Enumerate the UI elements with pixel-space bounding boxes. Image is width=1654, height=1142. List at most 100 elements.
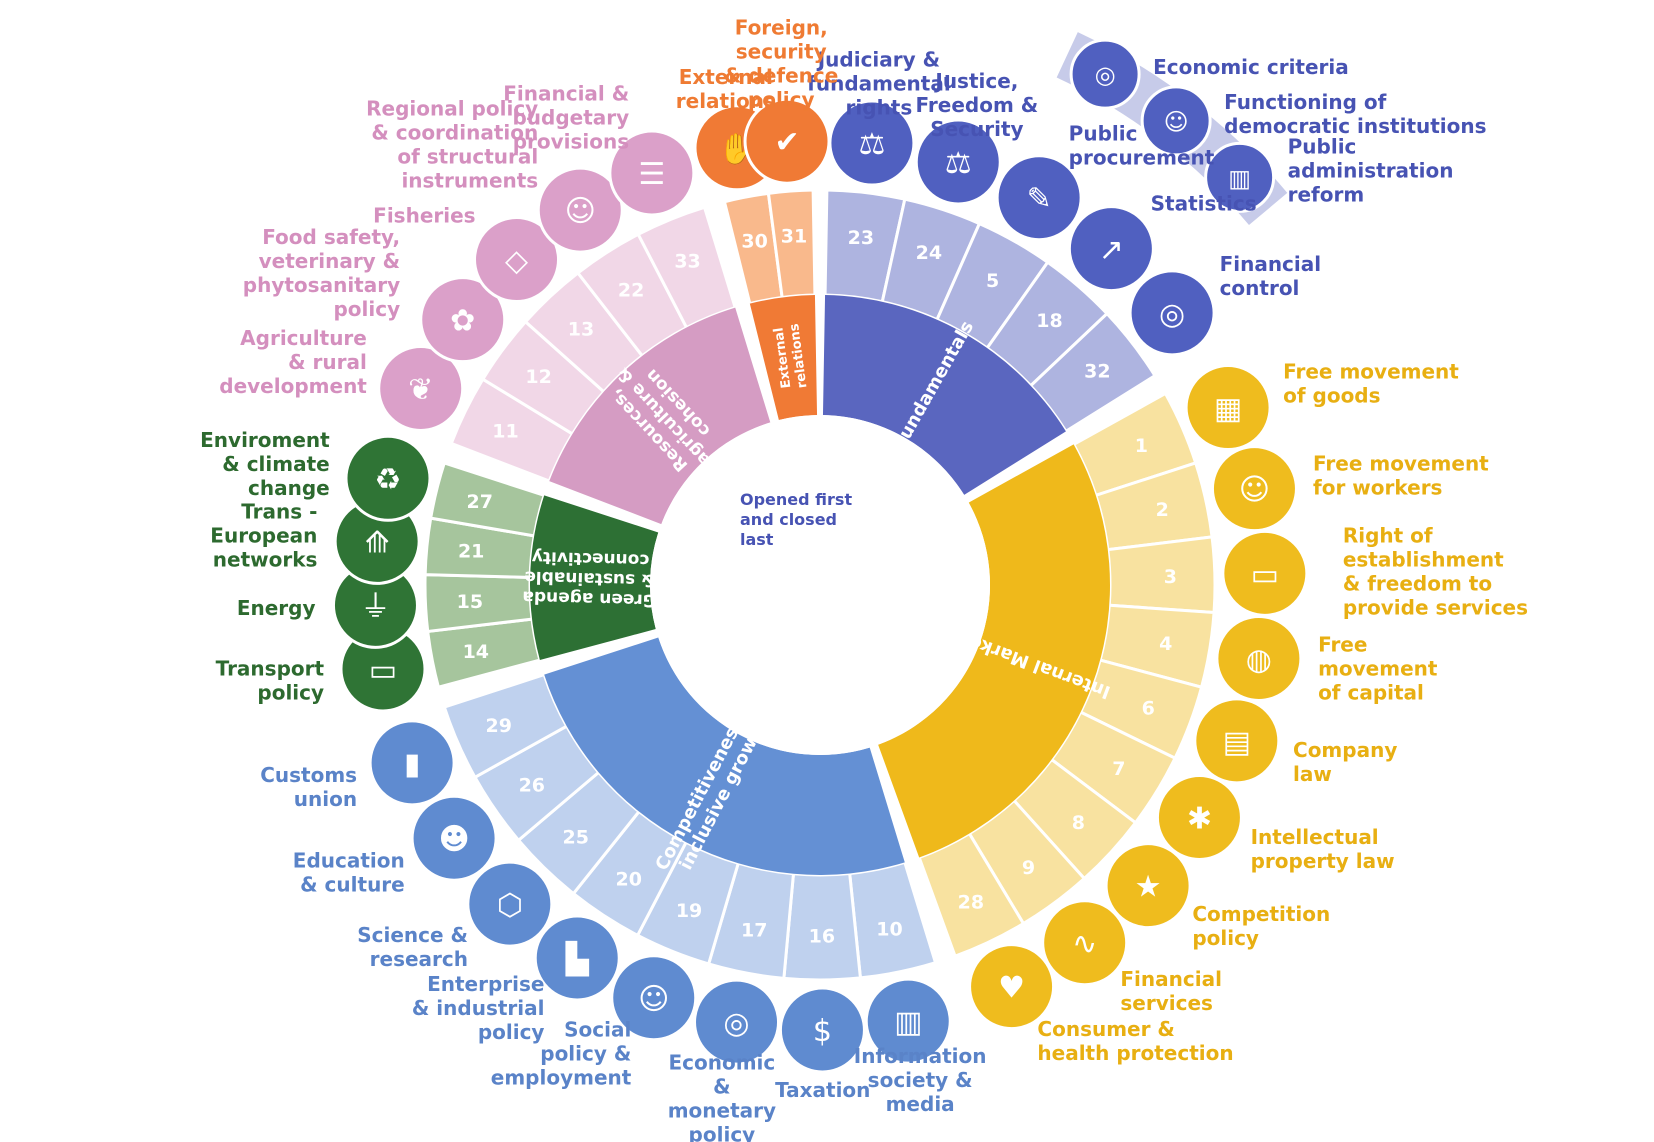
chapter-number: 28: [958, 891, 984, 913]
chapter-label-15: Energy: [237, 596, 316, 620]
chapter-label-18: Statistics: [1151, 191, 1257, 215]
chapter-segment-3: [1106, 535, 1217, 615]
svg-text:◍: ◍: [1246, 642, 1272, 677]
cluster-title-green: Green agenda& sustainableconnectivity: [522, 547, 658, 610]
svg-text:✔: ✔: [774, 125, 799, 160]
chapter-number: 8: [1072, 812, 1085, 834]
chapter-number: 26: [519, 774, 545, 796]
molecule-icon: ⬡: [466, 860, 554, 948]
chapter-segments: 2324518321234678928101617192025262914152…: [423, 188, 1217, 982]
chapter-number: 27: [467, 491, 493, 513]
fundamentals-extra-label: Economic criteria: [1153, 55, 1349, 79]
chapter-number: 9: [1022, 857, 1035, 879]
chapter-label-16: Taxation: [775, 1078, 870, 1102]
chapter-number: 33: [674, 250, 700, 272]
svg-text:▙: ▙: [565, 941, 590, 977]
chapter-label-26: Education& culture: [293, 848, 405, 896]
eco-icon: ♻: [344, 434, 432, 522]
boxes-icon: ▦: [1184, 364, 1272, 452]
svg-text:$: $: [813, 1014, 832, 1049]
svg-text:✎: ✎: [1027, 182, 1052, 217]
svg-text:☺: ☺: [565, 194, 596, 229]
svg-text:↗: ↗: [1099, 233, 1124, 268]
finance-chart-icon: ∿: [1041, 899, 1129, 987]
svg-text:◎: ◎: [723, 1006, 749, 1041]
tax-bag-icon: $: [778, 986, 866, 1074]
chapter-number: 17: [741, 919, 767, 941]
svg-text:◎: ◎: [1095, 61, 1116, 89]
cluster-fundamentals: [822, 295, 1066, 495]
news-icon: ▥: [864, 977, 952, 1065]
svg-text:☰: ☰: [638, 157, 665, 192]
shield-icon: ✔: [743, 97, 831, 185]
chapter-number: 25: [562, 826, 588, 848]
people-icon: ☺: [536, 166, 624, 254]
chapter-number: 7: [1112, 758, 1125, 780]
factory-icon: ▙: [533, 914, 621, 1002]
svg-text:♻: ♻: [375, 462, 402, 497]
coins-icon: ◎: [1128, 269, 1216, 357]
cluster-competitiveness: [544, 637, 905, 875]
svg-text:▥: ▥: [1228, 164, 1251, 192]
chapter-number: 21: [458, 541, 484, 563]
svg-text:▥: ▥: [894, 1005, 922, 1040]
svg-text:⏚: ⏚: [360, 589, 390, 624]
coins-icon: ◎: [693, 978, 781, 1066]
clipboard-icon: ☰: [608, 129, 696, 217]
chapter-number: 2: [1156, 499, 1169, 521]
chapter-number: 14: [463, 641, 489, 663]
chapter-number: 4: [1159, 633, 1172, 655]
chapter-number: 1: [1135, 435, 1148, 457]
heart-hands-icon: ♥: [968, 943, 1056, 1031]
worker-icon: ☺: [1210, 445, 1298, 533]
chapter-number: 13: [568, 319, 594, 341]
car-icon: ▭: [339, 625, 427, 713]
chapter-number: 12: [525, 366, 551, 388]
chapter-number: 20: [616, 869, 642, 891]
coins-icon: ◎: [1069, 38, 1141, 110]
people-icon: ☺: [1140, 85, 1212, 157]
center-circle: [650, 415, 990, 755]
chapter-number: 24: [916, 242, 942, 264]
bulb-icon: ✱: [1155, 774, 1243, 862]
chapter-number: 5: [986, 270, 999, 292]
gavel-icon: ⚖: [828, 99, 916, 187]
svg-text:▤: ▤: [1223, 725, 1251, 760]
svg-text:◇: ◇: [505, 244, 528, 279]
chapter-number: 6: [1142, 698, 1155, 720]
podium-icon: ★: [1104, 842, 1192, 930]
svg-text:◎: ◎: [1159, 297, 1185, 332]
chapter-label-13: Fisheries: [373, 204, 475, 228]
chapter-number: 32: [1084, 361, 1110, 383]
chapter-number: 29: [485, 715, 511, 737]
cluster-green: [530, 495, 659, 661]
chapter-number: 3: [1164, 566, 1177, 588]
certificate-icon: ▤: [1193, 697, 1281, 785]
globe-icon: ◍: [1215, 614, 1303, 702]
chapter-label-28: Consumer &health protection: [1037, 1017, 1233, 1065]
chapter-number: 22: [618, 280, 644, 302]
plug-icon: ⏚: [331, 561, 419, 649]
